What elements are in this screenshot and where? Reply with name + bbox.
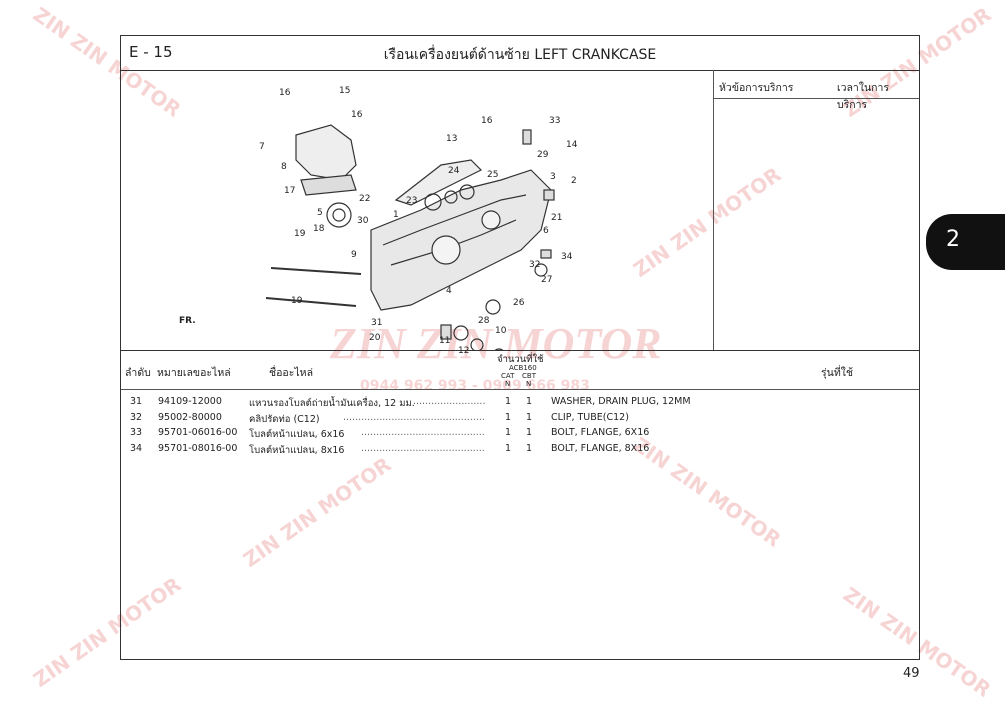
- callout-14: 14: [566, 140, 578, 150]
- table-row: 34 95701-08016-00 โบลต์หน้าแปลน, 8x16 ..…: [121, 443, 919, 459]
- callout-9: 9: [351, 250, 357, 260]
- callout-31: 31: [371, 318, 383, 328]
- table-row: 32 95002-80000 คลิปรัดท่อ (C12) ........…: [121, 412, 919, 428]
- col-no: ลำดับ: [125, 367, 151, 379]
- row-name-th: โบลต์หน้าแปลน, 8x16: [249, 444, 345, 456]
- callout-10: 10: [495, 326, 507, 336]
- callout-19a: 19: [294, 229, 306, 239]
- col-cbt: CBT: [522, 372, 536, 380]
- row-qty-cbt: 1: [526, 442, 533, 454]
- page-header: E - 15 เรือนเครื่องยนต์ด้านซ้าย LEFT CRA…: [121, 36, 919, 71]
- row-qty-cat: 1: [505, 411, 512, 423]
- col-part-name: ชื่ออะไหล่: [269, 367, 314, 379]
- chapter-tab-number: 2: [946, 227, 960, 252]
- row-no: 32: [130, 411, 143, 423]
- callout-1: 1: [393, 210, 399, 220]
- callout-16a: 16: [279, 88, 291, 98]
- callout-23: 23: [406, 196, 418, 206]
- callout-5: 5: [317, 208, 323, 218]
- row-name-en: BOLT, FLANGE, 6X16: [551, 427, 650, 438]
- table-row: 31 94109-12000 แหวนรองโบลต์ถ่ายน้ำมันเคร…: [121, 396, 919, 412]
- row-part-no: 94109-12000: [158, 396, 222, 407]
- crankcase-drawing: [265, 124, 555, 362]
- service-topic-label: หัวข้อการบริการ: [719, 82, 794, 94]
- callout-26: 26: [513, 298, 525, 308]
- col-part-no: หมายเลขอะไหล่: [157, 367, 231, 379]
- section-code: E - 15: [129, 43, 173, 61]
- callout-22: 22: [359, 194, 371, 204]
- service-panel: หัวข้อการบริการ เวลาในการบริการ: [713, 70, 919, 351]
- service-header: หัวข้อการบริการ เวลาในการบริการ: [713, 70, 919, 111]
- row-qty-cat: 1: [505, 442, 512, 454]
- callout-29: 29: [537, 150, 549, 160]
- row-name-th: โบลต์หน้าแปลน, 6x16: [249, 429, 345, 440]
- col-cat: CAT: [501, 372, 515, 380]
- front-direction-label: FR.: [179, 316, 196, 326]
- callout-19b: 19: [291, 296, 303, 306]
- exploded-diagram: 16 15 16 7 8 17 5 22 18 30 19 9 19 1 13 …: [121, 70, 714, 362]
- row-name-en: WASHER, DRAIN PLUG, 12MM: [551, 396, 691, 407]
- row-name-en: CLIP, TUBE(C12): [551, 411, 629, 423]
- row-leader-dots: ..........................: [413, 396, 485, 407]
- callout-16c: 16: [481, 116, 493, 126]
- col-model-code: ACB160: [509, 364, 537, 372]
- callout-13: 13: [446, 134, 458, 144]
- service-time-label: เวลาในการบริการ: [837, 82, 890, 111]
- row-part-no: 95002-80000: [158, 411, 222, 423]
- page-number: 49: [903, 666, 920, 681]
- callout-2: 2: [571, 176, 577, 186]
- row-no: 33: [130, 427, 143, 438]
- col-cbt-sub: N: [526, 380, 532, 388]
- row-leader-dots: ........................................…: [343, 411, 485, 423]
- row-name-en: BOLT, FLANGE, 8X16: [551, 442, 650, 454]
- col-models: รุ่นที่ใช้: [821, 367, 853, 379]
- row-name-th: แหวนรองโบลต์ถ่ายน้ำมันเครื่อง, 12 มม.: [249, 398, 415, 409]
- catalog-frame: E - 15 เรือนเครื่องยนต์ด้านซ้าย LEFT CRA…: [120, 35, 920, 660]
- callout-3: 3: [550, 172, 556, 182]
- callout-18: 18: [313, 224, 325, 234]
- callout-6: 6: [543, 226, 549, 236]
- callout-20: 20: [369, 333, 381, 343]
- callout-17: 17: [284, 186, 296, 196]
- callout-7: 7: [259, 142, 265, 152]
- row-qty-cat: 1: [505, 427, 512, 438]
- callout-12: 12: [458, 346, 470, 356]
- row-qty-cbt: 1: [526, 396, 533, 407]
- col-cat-sub: N: [505, 380, 511, 388]
- callout-27: 27: [541, 275, 553, 285]
- row-part-no: 95701-08016-00: [158, 442, 238, 454]
- callout-15: 15: [339, 86, 351, 96]
- callout-24: 24: [448, 166, 460, 176]
- callout-8: 8: [281, 162, 287, 172]
- parts-table-header: ลำดับ หมายเลขอะไหล่ ชื่ออะไหล่ จำนวนที่ใ…: [121, 350, 919, 390]
- row-part-no: 95701-06016-00: [158, 427, 238, 438]
- row-no: 34: [130, 442, 143, 454]
- callout-11: 11: [439, 336, 451, 346]
- row-qty-cbt: 1: [526, 411, 533, 423]
- callout-30: 30: [357, 216, 369, 226]
- callout-33: 33: [549, 116, 561, 126]
- parts-table-body: 31 94109-12000 แหวนรองโบลต์ถ่ายน้ำมันเคร…: [121, 396, 919, 458]
- row-qty-cat: 1: [505, 396, 512, 407]
- callout-25: 25: [487, 170, 499, 180]
- chapter-tab[interactable]: 2: [926, 214, 1005, 270]
- col-qty: จำนวนที่ใช้: [497, 354, 544, 365]
- table-row: 33 95701-06016-00 โบลต์หน้าแปลน, 6x16 ..…: [121, 427, 919, 443]
- callout-34: 34: [561, 252, 573, 262]
- row-name-th: คลิปรัดท่อ (C12): [249, 413, 320, 425]
- callout-21: 21: [551, 213, 563, 223]
- callout-28: 28: [478, 316, 490, 326]
- callout-32: 32: [529, 260, 541, 270]
- row-no: 31: [130, 396, 143, 407]
- row-leader-dots: ........................................…: [361, 427, 485, 438]
- callout-16b: 16: [351, 110, 363, 120]
- page-title: เรือนเครื่องยนต์ด้านซ้าย LEFT CRANKCASE: [383, 47, 657, 63]
- row-leader-dots: ........................................…: [361, 442, 485, 454]
- callout-4: 4: [446, 286, 452, 296]
- row-qty-cbt: 1: [526, 427, 533, 438]
